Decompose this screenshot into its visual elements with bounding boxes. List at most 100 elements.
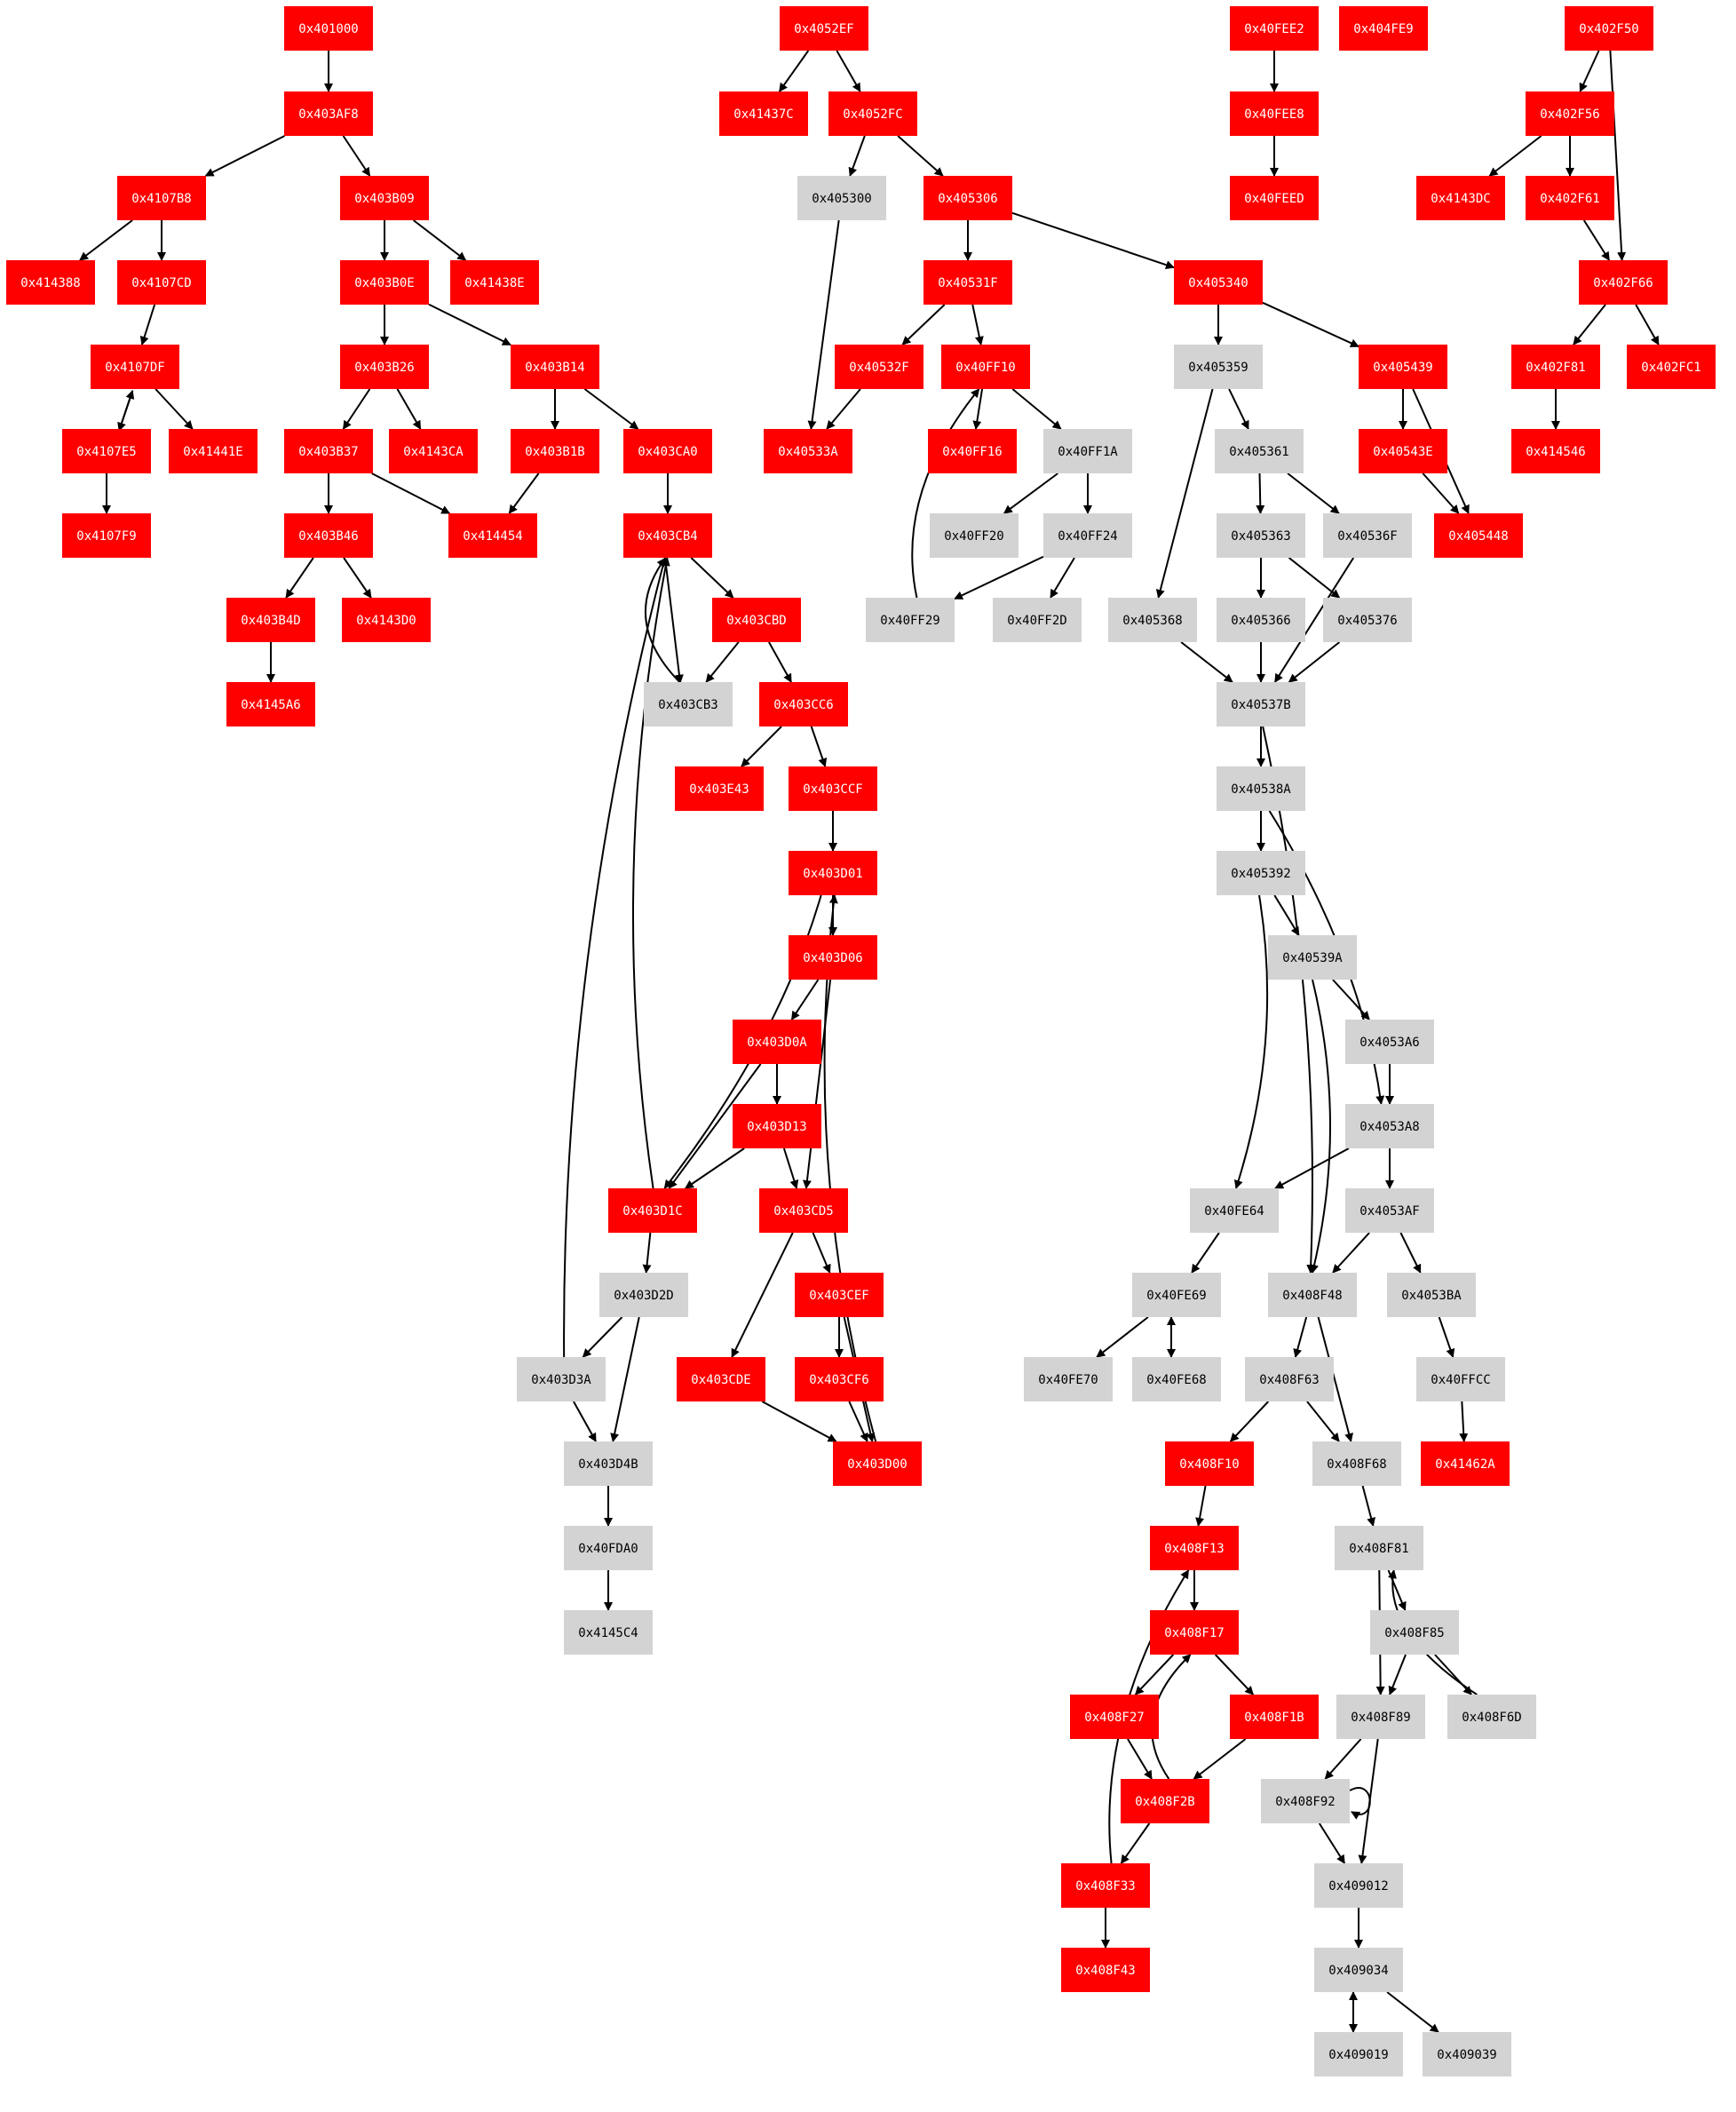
- node-box: [1314, 2032, 1403, 2076]
- node-0x409019: 0x409019: [1314, 2032, 1403, 2076]
- node-label: 0x40FDA0: [578, 1542, 638, 1556]
- node-0x4143CA: 0x4143CA: [389, 429, 478, 473]
- edge-0x403B26-to-0x4143CA: [396, 388, 422, 430]
- node-box: [1323, 598, 1412, 642]
- node-label: 0x405392: [1231, 867, 1290, 881]
- node-0x403B0E: 0x403B0E: [340, 260, 429, 305]
- node-0x40FEED: 0x40FEED: [1230, 176, 1319, 220]
- node-label: 0x409012: [1328, 1879, 1388, 1894]
- node-0x4053A6: 0x4053A6: [1345, 1020, 1434, 1064]
- node-label: 0x40FEED: [1244, 192, 1304, 206]
- node-label: 0x4107DF: [105, 361, 164, 375]
- node-box: [789, 935, 877, 980]
- edge-0x408F10-to-0x408F13: [1195, 1485, 1207, 1527]
- edge-0x408F17-to-0x408F1B: [1214, 1654, 1255, 1695]
- edge-0x403CC6-to-0x403E43: [741, 726, 782, 767]
- node-0x403D0A: 0x403D0A: [733, 1020, 821, 1064]
- node-box: [284, 513, 373, 558]
- node-box: [1511, 429, 1600, 473]
- node-label: 0x41462A: [1435, 1457, 1495, 1472]
- node-box: [1217, 851, 1305, 895]
- edge-0x4107DF-to-0x41441E: [155, 388, 194, 430]
- node-box: [675, 766, 764, 811]
- edge-0x403B09-to-0x41438E: [413, 219, 467, 261]
- node-box: [764, 429, 852, 473]
- node-box: [1434, 513, 1523, 558]
- node-0x40FEE2: 0x40FEE2: [1230, 6, 1319, 51]
- node-label: 0x40533A: [778, 445, 838, 459]
- edge-0x4052FC-to-0x405306: [897, 135, 944, 177]
- edge-0x408F81-to-0x408F85: [1387, 1569, 1407, 1611]
- node-0x40FF20: 0x40FF20: [930, 513, 1019, 558]
- node-label: 0x408F92: [1275, 1795, 1335, 1809]
- node-label: 0x403CCF: [803, 782, 862, 797]
- edge-0x403B1B-to-0x414454: [508, 472, 540, 514]
- node-label: 0x414388: [20, 276, 80, 290]
- node-0x408F92: 0x408F92: [1261, 1779, 1350, 1823]
- node-box: [712, 598, 801, 642]
- node-0x4053BA: 0x4053BA: [1387, 1273, 1476, 1317]
- edge-0x4107E5-to-0x4107DF: [118, 389, 135, 432]
- node-label: 0x403B4D: [241, 614, 300, 628]
- node-box: [511, 429, 599, 473]
- node-box: [1230, 6, 1319, 51]
- node-0x403AF8: 0x403AF8: [284, 91, 373, 136]
- node-box: [1217, 766, 1305, 811]
- edge-0x40539A-to-0x408F48: [1310, 979, 1331, 1274]
- node-0x403B14: 0x403B14: [511, 345, 599, 389]
- node-label: 0x403B14: [525, 361, 584, 375]
- node-box: [1314, 1863, 1403, 1908]
- node-0x40543E: 0x40543E: [1359, 429, 1447, 473]
- node-label: 0x405306: [938, 192, 997, 206]
- node-box: [789, 851, 877, 895]
- node-label: 0x40FE70: [1038, 1373, 1098, 1387]
- node-label: 0x402FC1: [1641, 361, 1700, 375]
- node-box: [564, 1441, 653, 1486]
- node-box: [789, 766, 877, 811]
- edge-0x403CF6-to-0x403D00: [848, 1401, 868, 1442]
- edge-0x408F85-to-0x408F6D: [1434, 1654, 1472, 1695]
- node-box: [1217, 598, 1305, 642]
- node-box: [1447, 1695, 1536, 1739]
- node-0x408F63: 0x408F63: [1245, 1357, 1334, 1401]
- node-label: 0x4052EF: [794, 22, 853, 36]
- edge-0x408F63-to-0x408F68: [1306, 1401, 1340, 1442]
- node-box: [644, 682, 733, 726]
- node-label: 0x408F13: [1164, 1542, 1224, 1556]
- edge-0x408F68-to-0x408F81: [1361, 1485, 1375, 1527]
- node-label: 0x403E43: [689, 782, 749, 797]
- edge-0x402F56-to-0x4143DC: [1488, 135, 1542, 177]
- node-label: 0x40536F: [1337, 529, 1397, 544]
- node-label: 0x40538A: [1231, 782, 1291, 797]
- edge-0x403D06-to-0x403D0A: [790, 979, 820, 1020]
- node-label: 0x405340: [1188, 276, 1248, 290]
- node-box: [389, 429, 478, 473]
- node-label: 0x403B37: [298, 445, 358, 459]
- node-0x405448: 0x405448: [1434, 513, 1523, 558]
- node-0x408F89: 0x408F89: [1336, 1695, 1425, 1739]
- node-box: [1335, 1526, 1423, 1570]
- node-box: [6, 260, 95, 305]
- node-box: [1121, 1779, 1209, 1823]
- node-0x403D3A: 0x403D3A: [517, 1357, 606, 1401]
- node-box: [564, 1610, 653, 1655]
- node-label: 0x40FF2D: [1007, 614, 1066, 628]
- node-0x40FF2D: 0x40FF2D: [993, 598, 1082, 642]
- node-label: 0x408F1B: [1244, 1711, 1304, 1725]
- node-box: [117, 176, 206, 220]
- edge-0x40FE64-to-0x40FE69: [1191, 1232, 1220, 1274]
- node-box: [828, 91, 917, 136]
- node-label: 0x4053BA: [1401, 1289, 1462, 1303]
- edge-0x405300-to-0x40533A: [807, 219, 840, 430]
- node-0x4107CD: 0x4107CD: [117, 260, 206, 305]
- node-box: [340, 345, 429, 389]
- node-label: 0x403B46: [298, 529, 358, 544]
- node-box: [340, 260, 429, 305]
- node-box: [1345, 1020, 1434, 1064]
- edge-0x4053A8-to-0x40FE64: [1274, 1147, 1350, 1189]
- node-label: 0x40FF20: [944, 529, 1003, 544]
- node-0x4107DF: 0x4107DF: [91, 345, 179, 389]
- node-label: 0x403D13: [747, 1120, 806, 1134]
- node-0x40532F: 0x40532F: [835, 345, 923, 389]
